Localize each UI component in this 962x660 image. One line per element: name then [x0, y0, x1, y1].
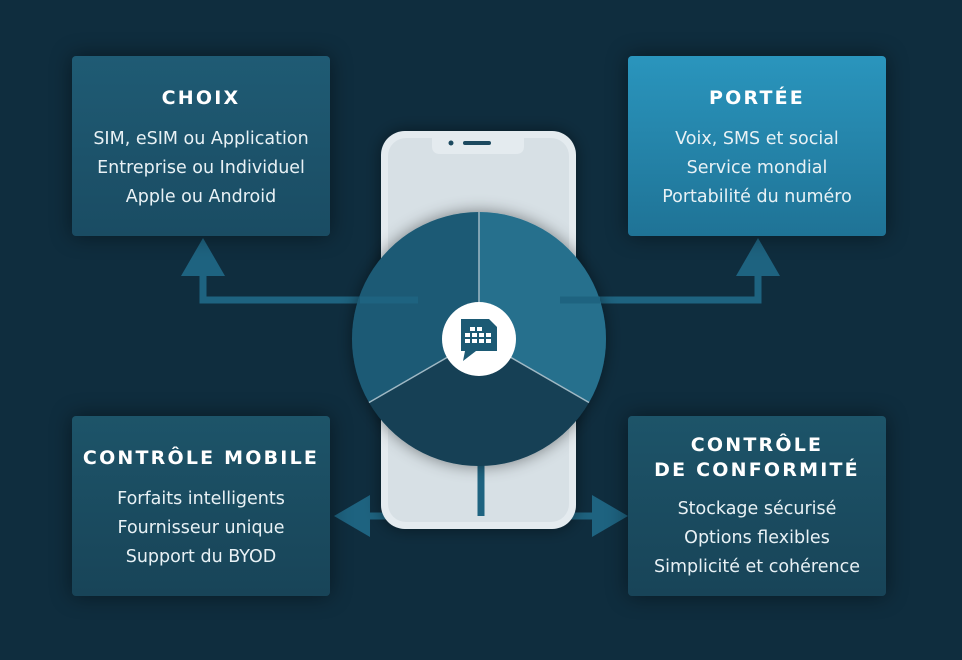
card-controle-conformite: CONTRÔLE DE CONFORMITÉ Stockage sécurisé…	[628, 416, 886, 596]
card-item: Voix, SMS et social	[675, 129, 839, 149]
phone-camera	[448, 140, 454, 146]
card-controle-mobile: CONTRÔLE MOBILE Forfaits intelligents Fo…	[72, 416, 330, 596]
phone-speaker	[463, 141, 491, 145]
card-item: Portabilité du numéro	[662, 187, 852, 207]
card-portee: PORTÉE Voix, SMS et social Service mondi…	[628, 56, 886, 236]
card-item: Fournisseur unique	[117, 518, 285, 538]
card-choix: CHOIX SIM, eSIM ou Application Entrepris…	[72, 56, 330, 236]
card-title: CONTRÔLE MOBILE	[82, 447, 320, 469]
arrow-head-mobile	[334, 495, 370, 537]
arrow-head-choix	[181, 238, 225, 276]
card-item: Stockage sécurisé	[677, 499, 837, 519]
card-item: SIM, eSIM ou Application	[93, 129, 309, 149]
arrow-to-portee	[560, 272, 762, 304]
card-item: Simplicité et cohérence	[654, 557, 860, 577]
card-title: PORTÉE	[709, 87, 805, 109]
sim-card-chat-icon	[442, 302, 516, 376]
card-title-line2: DE CONFORMITÉ	[654, 459, 860, 481]
card-item: Entreprise ou Individuel	[97, 158, 305, 178]
segment-circle	[351, 212, 607, 467]
arrow-head-portee	[736, 238, 780, 276]
card-item: Apple ou Android	[125, 187, 277, 207]
card-item: Forfaits intelligents	[117, 489, 285, 509]
arrow-to-choix	[199, 272, 418, 304]
card-item: Service mondial	[686, 158, 828, 178]
card-title-line1: CONTRÔLE	[690, 434, 824, 456]
phone-notch	[432, 138, 524, 154]
sim-chip-grid	[465, 327, 491, 343]
card-title: CHOIX	[161, 87, 241, 109]
card-item: Options flexibles	[684, 528, 830, 548]
card-item: Support du BYOD	[125, 547, 277, 567]
arrow-head-conformite	[592, 495, 628, 537]
